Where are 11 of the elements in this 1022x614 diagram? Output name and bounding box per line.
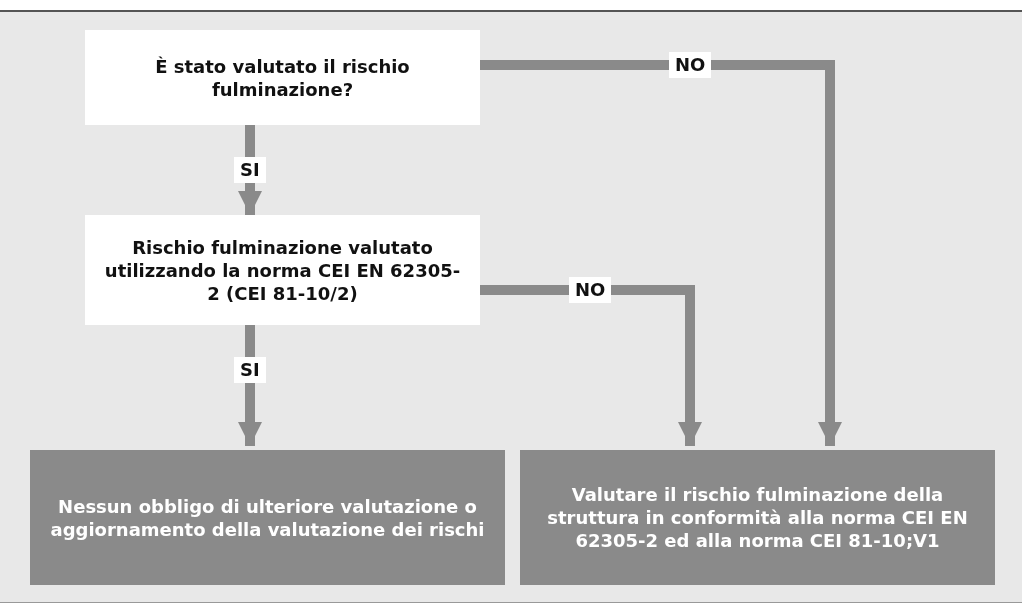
result-box: Nessun obbligo di ulteriore valutazione o aggiornamento della valutazione dei rischi <box>30 450 505 585</box>
edge-label: SI <box>234 357 266 383</box>
arrow <box>480 60 842 446</box>
arrow <box>480 285 702 446</box>
action-box: Valutare il rischio fulminazione della struttura in conformità alla norma CEI EN 62305-2 ed alla norma CEI 81-10;V1 <box>520 450 995 585</box>
edge-label: NO <box>669 52 712 78</box>
question-box: È stato valutato il rischio fulminazione? <box>85 30 480 125</box>
edge-label: NO <box>569 277 612 303</box>
arrow <box>238 325 262 446</box>
process-box: Rischio fulminazione valutato utilizzando la norma CEI EN 62305-2 (CEI 81-10/2) <box>85 215 480 325</box>
edge-label: SI <box>234 157 266 183</box>
